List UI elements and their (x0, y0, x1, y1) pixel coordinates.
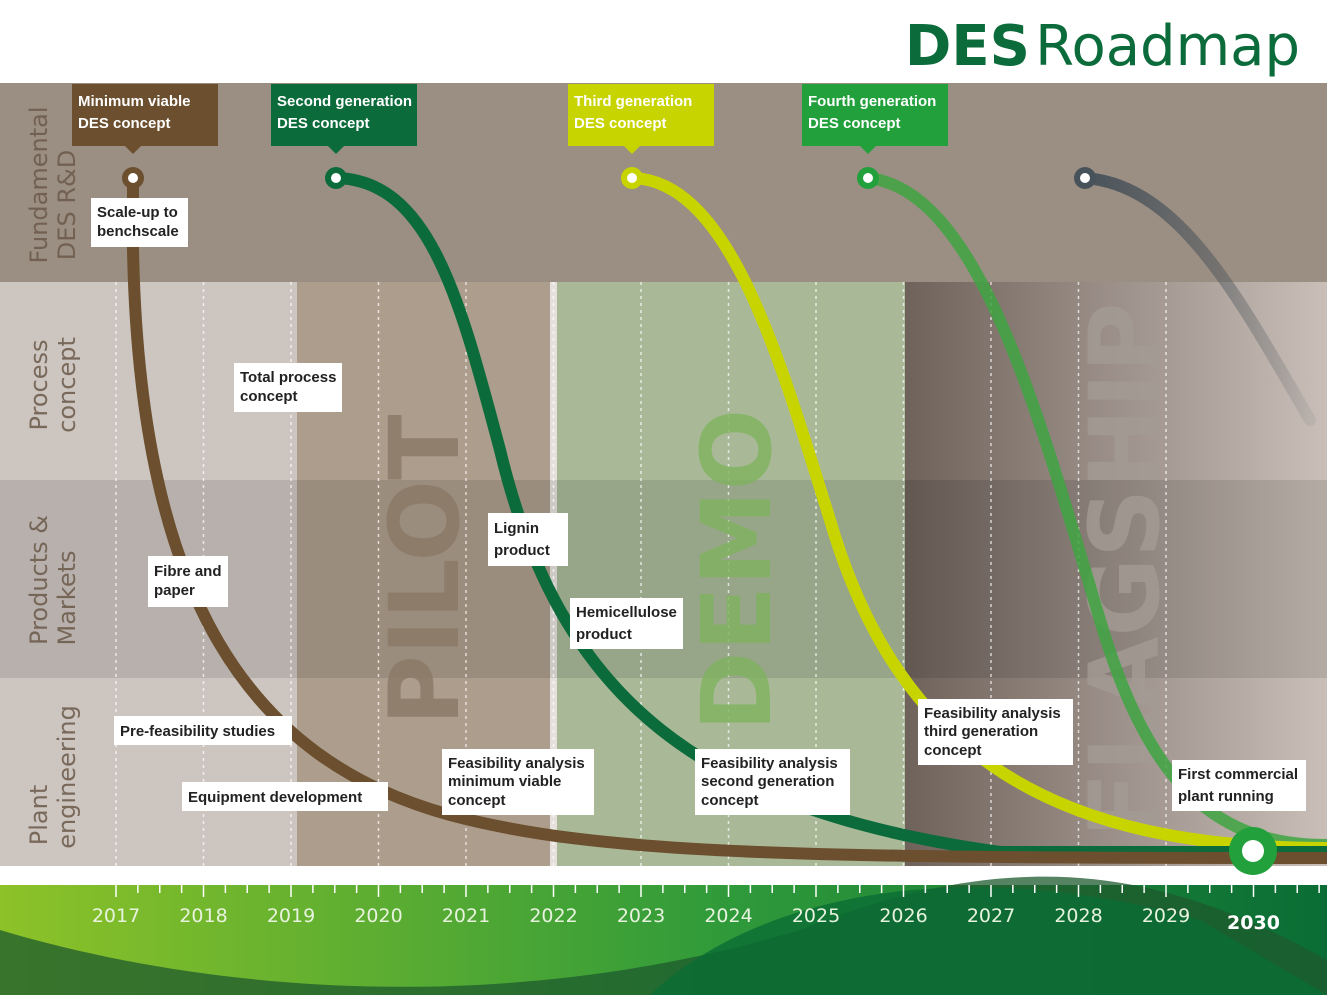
year-label: 2030 (1227, 912, 1280, 934)
commercial-plant-node (1229, 827, 1277, 875)
timeline: 2017 2018 2019 2020 2021 2022 2023 2024 2025 2026… (0, 876, 1327, 995)
row-label: DES R&D (53, 150, 81, 260)
milestone-text: concept (701, 792, 759, 809)
milestone-lignin: Lignin product (488, 513, 568, 566)
row-label: Markets (53, 550, 81, 645)
milestone-text: Scale-up to (97, 204, 178, 221)
year-label: 2022 (529, 905, 577, 927)
phase-demo: DEMO (681, 409, 793, 731)
milestone-text: plant running (1178, 788, 1274, 805)
row-label: concept (53, 337, 81, 433)
year-labels: 2017 2018 2019 2020 2021 2022 2023 2024 2025 2026… (92, 905, 1280, 934)
year-label: 2028 (1054, 905, 1102, 927)
callout-text: Minimum viable (78, 93, 191, 110)
year-label: 2026 (879, 905, 927, 927)
year-label: 2024 (704, 905, 752, 927)
year-label: 2027 (967, 905, 1015, 927)
milestone-text: Pre-feasibility studies (120, 723, 275, 740)
milestone-text: minimum viable (448, 773, 561, 790)
fourth-gen-curve (862, 172, 1327, 851)
title-bold: DES (905, 14, 1030, 79)
milestone-text: Feasibility analysis (924, 705, 1061, 722)
milestone-feasibility-third: Feasibility analysis third generation co… (918, 699, 1073, 765)
milestone-text: concept (448, 792, 506, 809)
year-label: 2029 (1142, 905, 1190, 927)
milestone-text: Hemicellulose (576, 604, 677, 621)
title-light: Roadmap (1035, 14, 1300, 79)
zone-divider (550, 282, 557, 866)
callout-text: DES concept (78, 115, 171, 132)
milestone-labels: Scale-up to benchscale Total process con… (91, 198, 1306, 815)
row-label: Plant (25, 785, 53, 845)
third-gen-curve (626, 172, 1327, 854)
milestone-text: concept (924, 742, 982, 759)
milestone-text: paper (154, 582, 195, 599)
mvp-curve (127, 172, 1327, 864)
year-label: 2023 (617, 905, 665, 927)
milestone-first-commercial: First commercial plant running (1172, 760, 1306, 811)
milestone-feasibility-mvp: Feasibility analysis minimum viable conc… (442, 749, 594, 815)
milestone-total-process: Total process concept (234, 363, 342, 412)
row-labels: Fundamental DES R&D Process concept Prod… (25, 107, 81, 849)
year-label: 2025 (792, 905, 840, 927)
milestone-text: First commercial (1178, 766, 1298, 783)
milestone-text: product (494, 542, 550, 559)
callout-text: DES concept (808, 115, 901, 132)
year-label: 2021 (442, 905, 490, 927)
row-label: engineering (53, 705, 81, 849)
row-label: Process (25, 339, 53, 430)
concept-callout-3: Third generation DES concept (568, 84, 714, 154)
milestone-text: benchscale (97, 223, 179, 240)
milestone-text: Total process (240, 369, 336, 386)
callout-text: DES concept (574, 115, 667, 132)
year-label: 2017 (92, 905, 140, 927)
timeline-ticks (115, 885, 1320, 897)
fifth-curve (1079, 172, 1316, 426)
milestone-text: Lignin (494, 520, 539, 537)
year-label: 2020 (354, 905, 402, 927)
concept-callout-1: Minimum viable DES concept (72, 84, 218, 154)
concept-callout-2: Second generation DES concept (271, 84, 417, 154)
year-label: 2019 (267, 905, 315, 927)
year-label: 2018 (179, 905, 227, 927)
milestone-text: product (576, 626, 632, 643)
milestone-text: Fibre and (154, 563, 222, 580)
callout-text: Third generation (574, 93, 692, 110)
milestone-hemicellulose: Hemicellulose product (570, 598, 683, 649)
milestone-text: Feasibility analysis (448, 755, 585, 772)
phase-pilot: PILOT (369, 415, 481, 726)
row-label: Fundamental (25, 107, 53, 264)
milestone-text: second generation (701, 773, 834, 790)
concept-callout-4: Fourth generation DES concept (802, 84, 948, 154)
milestone-text: Equipment development (188, 789, 362, 806)
row-label: Products & (25, 515, 53, 645)
milestone-fibre-paper: Fibre and paper (148, 556, 228, 607)
milestone-scale-up: Scale-up to benchscale (91, 198, 188, 247)
milestone-pre-feasibility: Pre-feasibility studies (114, 716, 292, 745)
milestone-text: concept (240, 388, 298, 405)
callout-text: Second generation (277, 93, 412, 110)
milestone-feasibility-second: Feasibility analysis second generation c… (695, 749, 850, 815)
callout-text: Fourth generation (808, 93, 936, 110)
title: DES Roadmap (905, 14, 1300, 79)
callout-text: DES concept (277, 115, 370, 132)
milestone-text: Feasibility analysis (701, 755, 838, 772)
milestone-text: third generation (924, 723, 1038, 740)
start-nodes (122, 167, 1096, 189)
milestone-equipment: Equipment development (182, 782, 388, 811)
